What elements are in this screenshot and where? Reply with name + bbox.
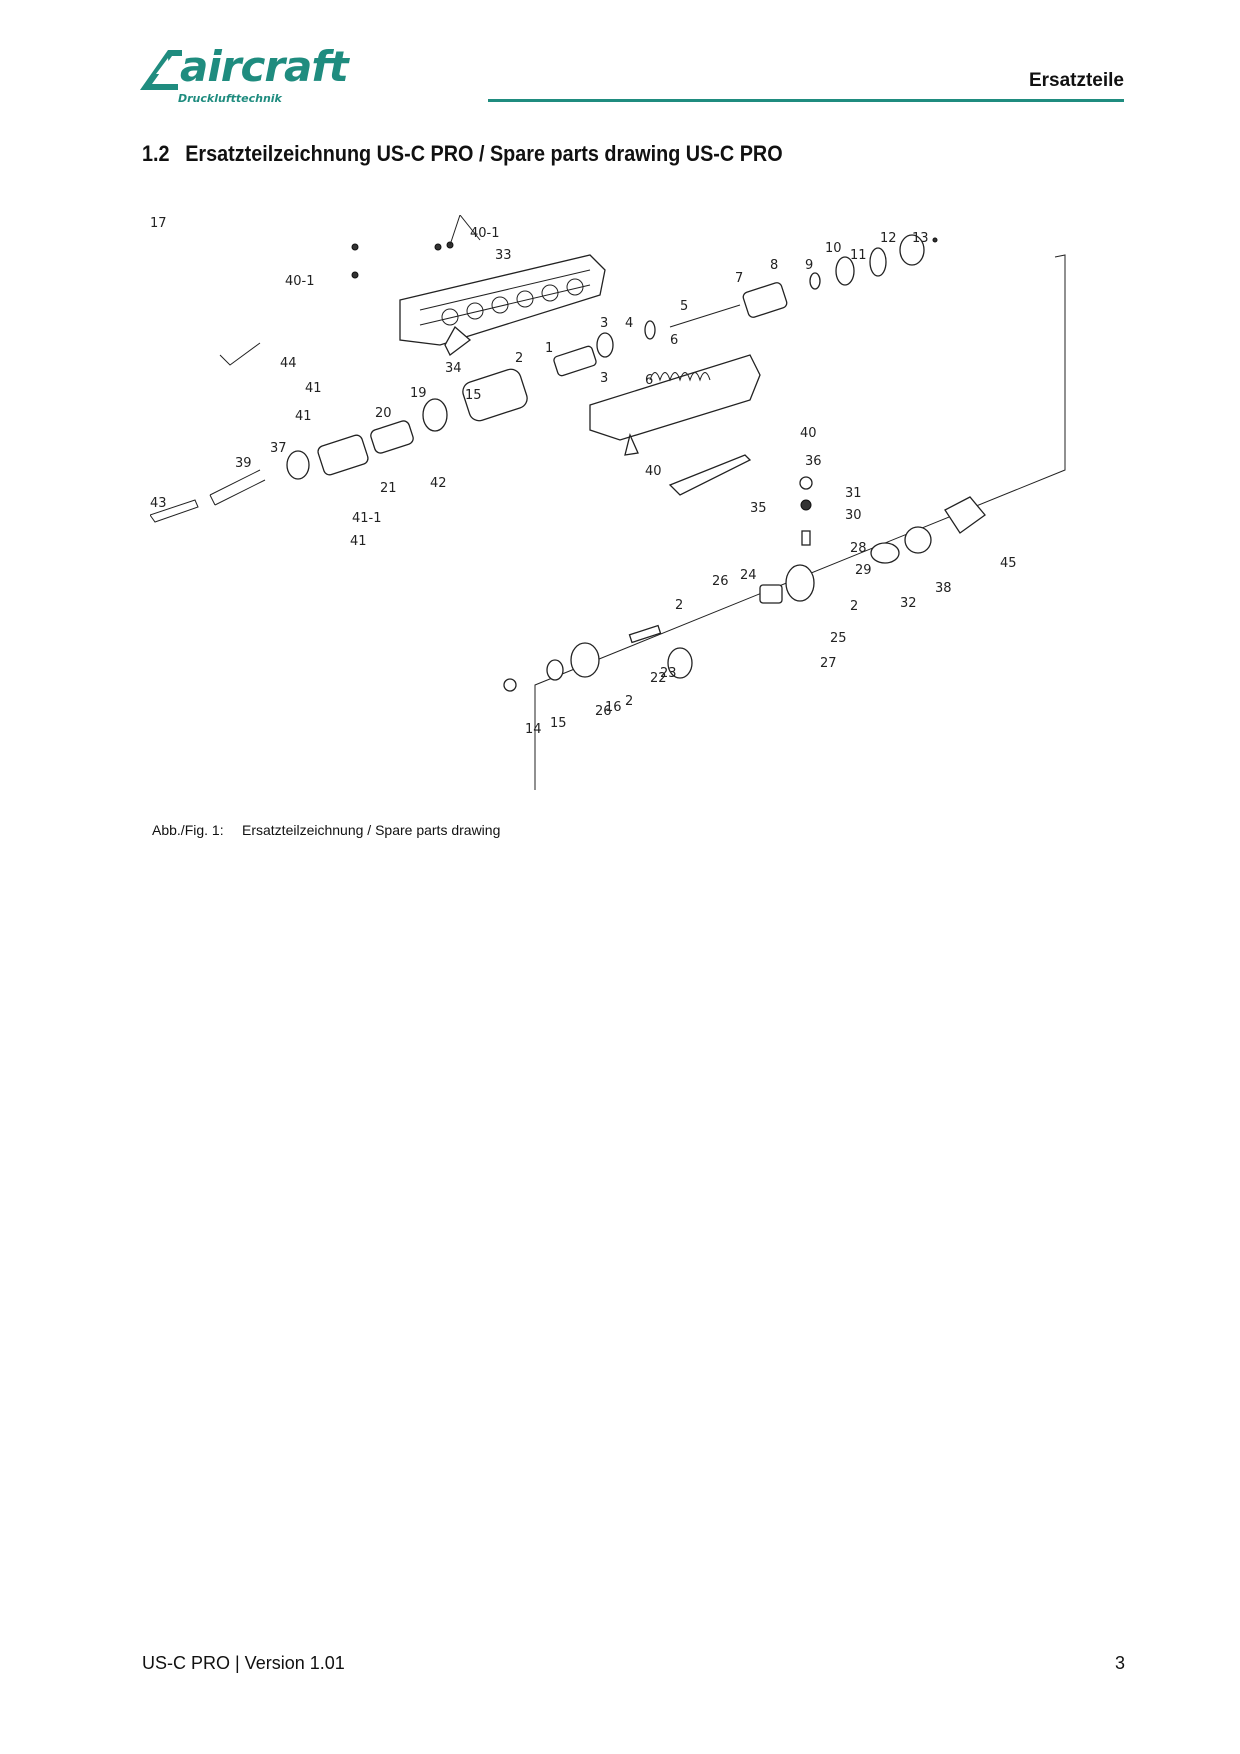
part-label: 3 xyxy=(600,316,608,331)
housing-lower-part xyxy=(589,354,761,456)
part-label: 31 xyxy=(845,486,862,501)
part-label: 40 xyxy=(800,426,817,441)
part-label: 29 xyxy=(855,563,872,578)
part-label: 1 xyxy=(545,341,553,356)
part-label: 28 xyxy=(850,541,867,556)
brand-name: aircraft xyxy=(180,42,349,91)
part-label: 33 xyxy=(495,248,512,263)
part-label: 32 xyxy=(900,596,917,611)
part-label: 2 xyxy=(675,598,683,613)
part-label: 2 xyxy=(850,599,858,614)
part-label: 22 xyxy=(650,671,667,686)
part-label: 15 xyxy=(550,716,567,731)
part-label: 2 xyxy=(515,351,523,366)
part-label: 26 xyxy=(595,704,612,719)
part-label: 14 xyxy=(525,722,542,737)
part-label: 43 xyxy=(150,496,167,511)
caption-text: Ersatzteilzeichnung / Spare parts drawin… xyxy=(242,822,501,838)
section-heading: 1.2 Ersatzteilzeichnung US-C PRO / Spare … xyxy=(142,141,783,167)
screw-set xyxy=(351,215,481,279)
footer-page-number: 3 xyxy=(1114,1653,1125,1673)
part-label: 37 xyxy=(270,441,287,456)
part-label: 19 xyxy=(410,386,427,401)
part-label: 2 xyxy=(625,694,633,709)
trigger-part xyxy=(668,454,752,496)
part-label: 40-1 xyxy=(470,226,500,241)
part-label: 24 xyxy=(740,568,757,583)
part-label: 26 xyxy=(712,574,729,589)
footer-document: US-C PRO | Version 1.01 xyxy=(142,1653,345,1673)
part-label: 30 xyxy=(845,508,862,523)
housing-upper-part xyxy=(399,254,606,356)
part-label: 9 xyxy=(805,258,813,273)
part-label: 42 xyxy=(430,476,447,491)
header-rule xyxy=(488,99,1124,102)
part-label: 10 xyxy=(825,241,842,256)
part-label: 20 xyxy=(375,406,392,421)
part-label: 6 xyxy=(670,333,678,348)
part-label: 12 xyxy=(880,231,897,246)
section-title: Ersatzteilzeichnung US-C PRO / Spare par… xyxy=(185,141,783,166)
brand-logo: aircraft Drucklufttechnik xyxy=(138,44,368,110)
hex-key-part xyxy=(219,342,261,366)
part-label: 6 xyxy=(645,373,653,388)
caption-label: Abb./Fig. 1: xyxy=(152,822,224,838)
part-label: 3 xyxy=(600,371,608,386)
part-label: 41 xyxy=(295,409,312,424)
front-assembly xyxy=(503,476,986,692)
part-label: 39 xyxy=(235,456,252,471)
part-label: 17 xyxy=(150,216,167,231)
shaft-assembly xyxy=(553,234,938,377)
brand-subtitle: Drucklufttechnik xyxy=(178,92,282,105)
part-label: 41-1 xyxy=(352,511,382,526)
part-label: 45 xyxy=(1000,556,1017,571)
part-label: 25 xyxy=(830,631,847,646)
part-label: 38 xyxy=(935,581,952,596)
part-label: 40-1 xyxy=(285,274,315,289)
figure-caption: Abb./Fig. 1: Ersatzteilzeichnung / Spare … xyxy=(152,822,500,838)
part-label: 13 xyxy=(912,231,929,246)
part-label: 11 xyxy=(850,248,867,263)
part-label: 41 xyxy=(305,381,322,396)
part-label: 27 xyxy=(820,656,837,671)
part-label: 21 xyxy=(380,481,397,496)
part-label: 7 xyxy=(735,271,743,286)
part-label: 41 xyxy=(350,534,367,549)
part-label: 23 xyxy=(660,666,677,681)
part-label: 8 xyxy=(770,258,778,273)
part-label: 35 xyxy=(750,501,767,516)
logo-mark-icon xyxy=(140,50,182,90)
part-label: 44 xyxy=(280,356,297,371)
header-section-label: Ersatzteile xyxy=(1028,70,1124,91)
part-label: 36 xyxy=(805,454,822,469)
part-label: 5 xyxy=(680,299,688,314)
section-number: 1.2 xyxy=(142,141,170,166)
part-label: 4 xyxy=(625,316,633,331)
connector-line xyxy=(534,254,1066,790)
rear-assembly xyxy=(150,368,528,523)
part-label: 15 xyxy=(465,388,482,403)
part-label: 40 xyxy=(645,464,662,479)
part-label: 16 xyxy=(605,700,622,715)
part-label: 34 xyxy=(445,361,462,376)
